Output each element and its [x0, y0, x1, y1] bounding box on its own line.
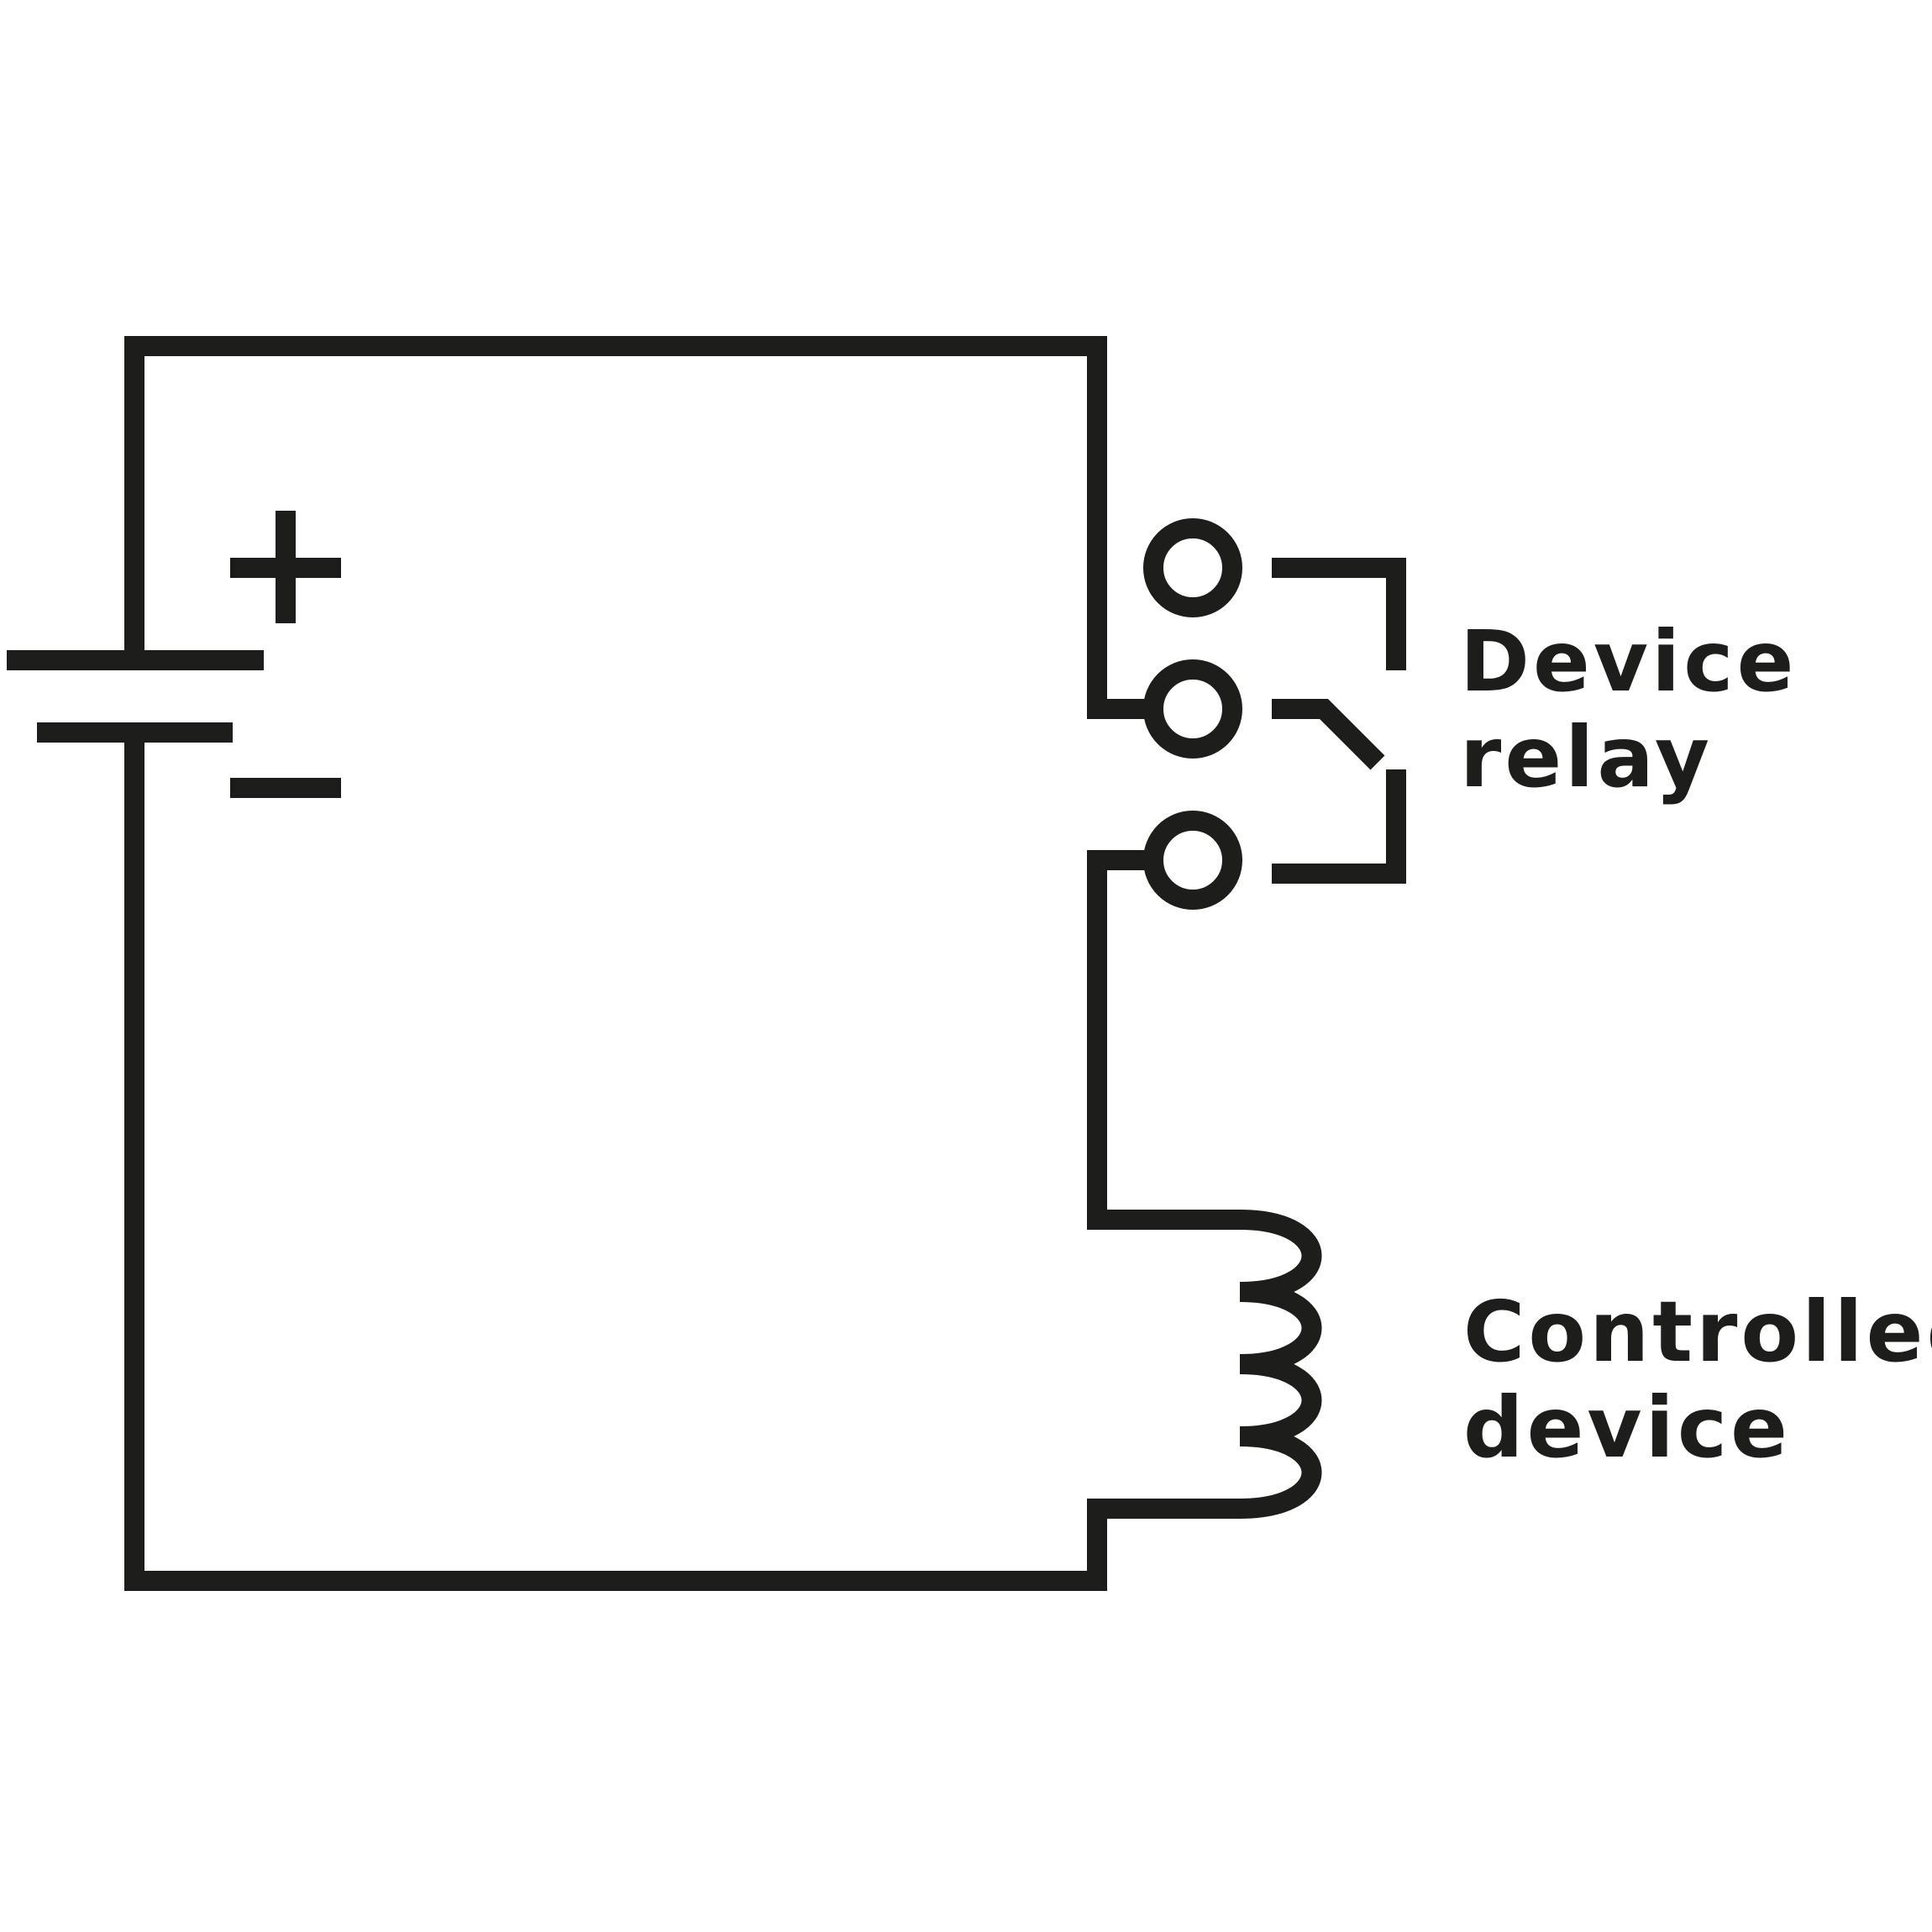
relay-label-line2: relay [1460, 708, 1713, 806]
relay-terminal-middle [1143, 659, 1242, 759]
coil-icon [1239, 1210, 1322, 1519]
relay-contacts [1272, 558, 1406, 884]
relay-terminal-top [1143, 518, 1242, 617]
wire-coil-to-negative [124, 732, 1242, 1591]
relay-switch-arm [1272, 699, 1385, 770]
battery [7, 511, 341, 798]
relay-upper-contact [1272, 558, 1406, 670]
relay-label-line1: Device [1460, 612, 1797, 711]
coil-label-line2: device [1463, 1378, 1791, 1477]
wire-positive-to-relay [124, 336, 1152, 719]
wire-relay-to-coil [1087, 850, 1242, 1230]
positive-terminal-symbol [230, 511, 341, 623]
relay-lower-contact [1272, 769, 1406, 884]
relay-terminal-bottom [1143, 811, 1242, 910]
